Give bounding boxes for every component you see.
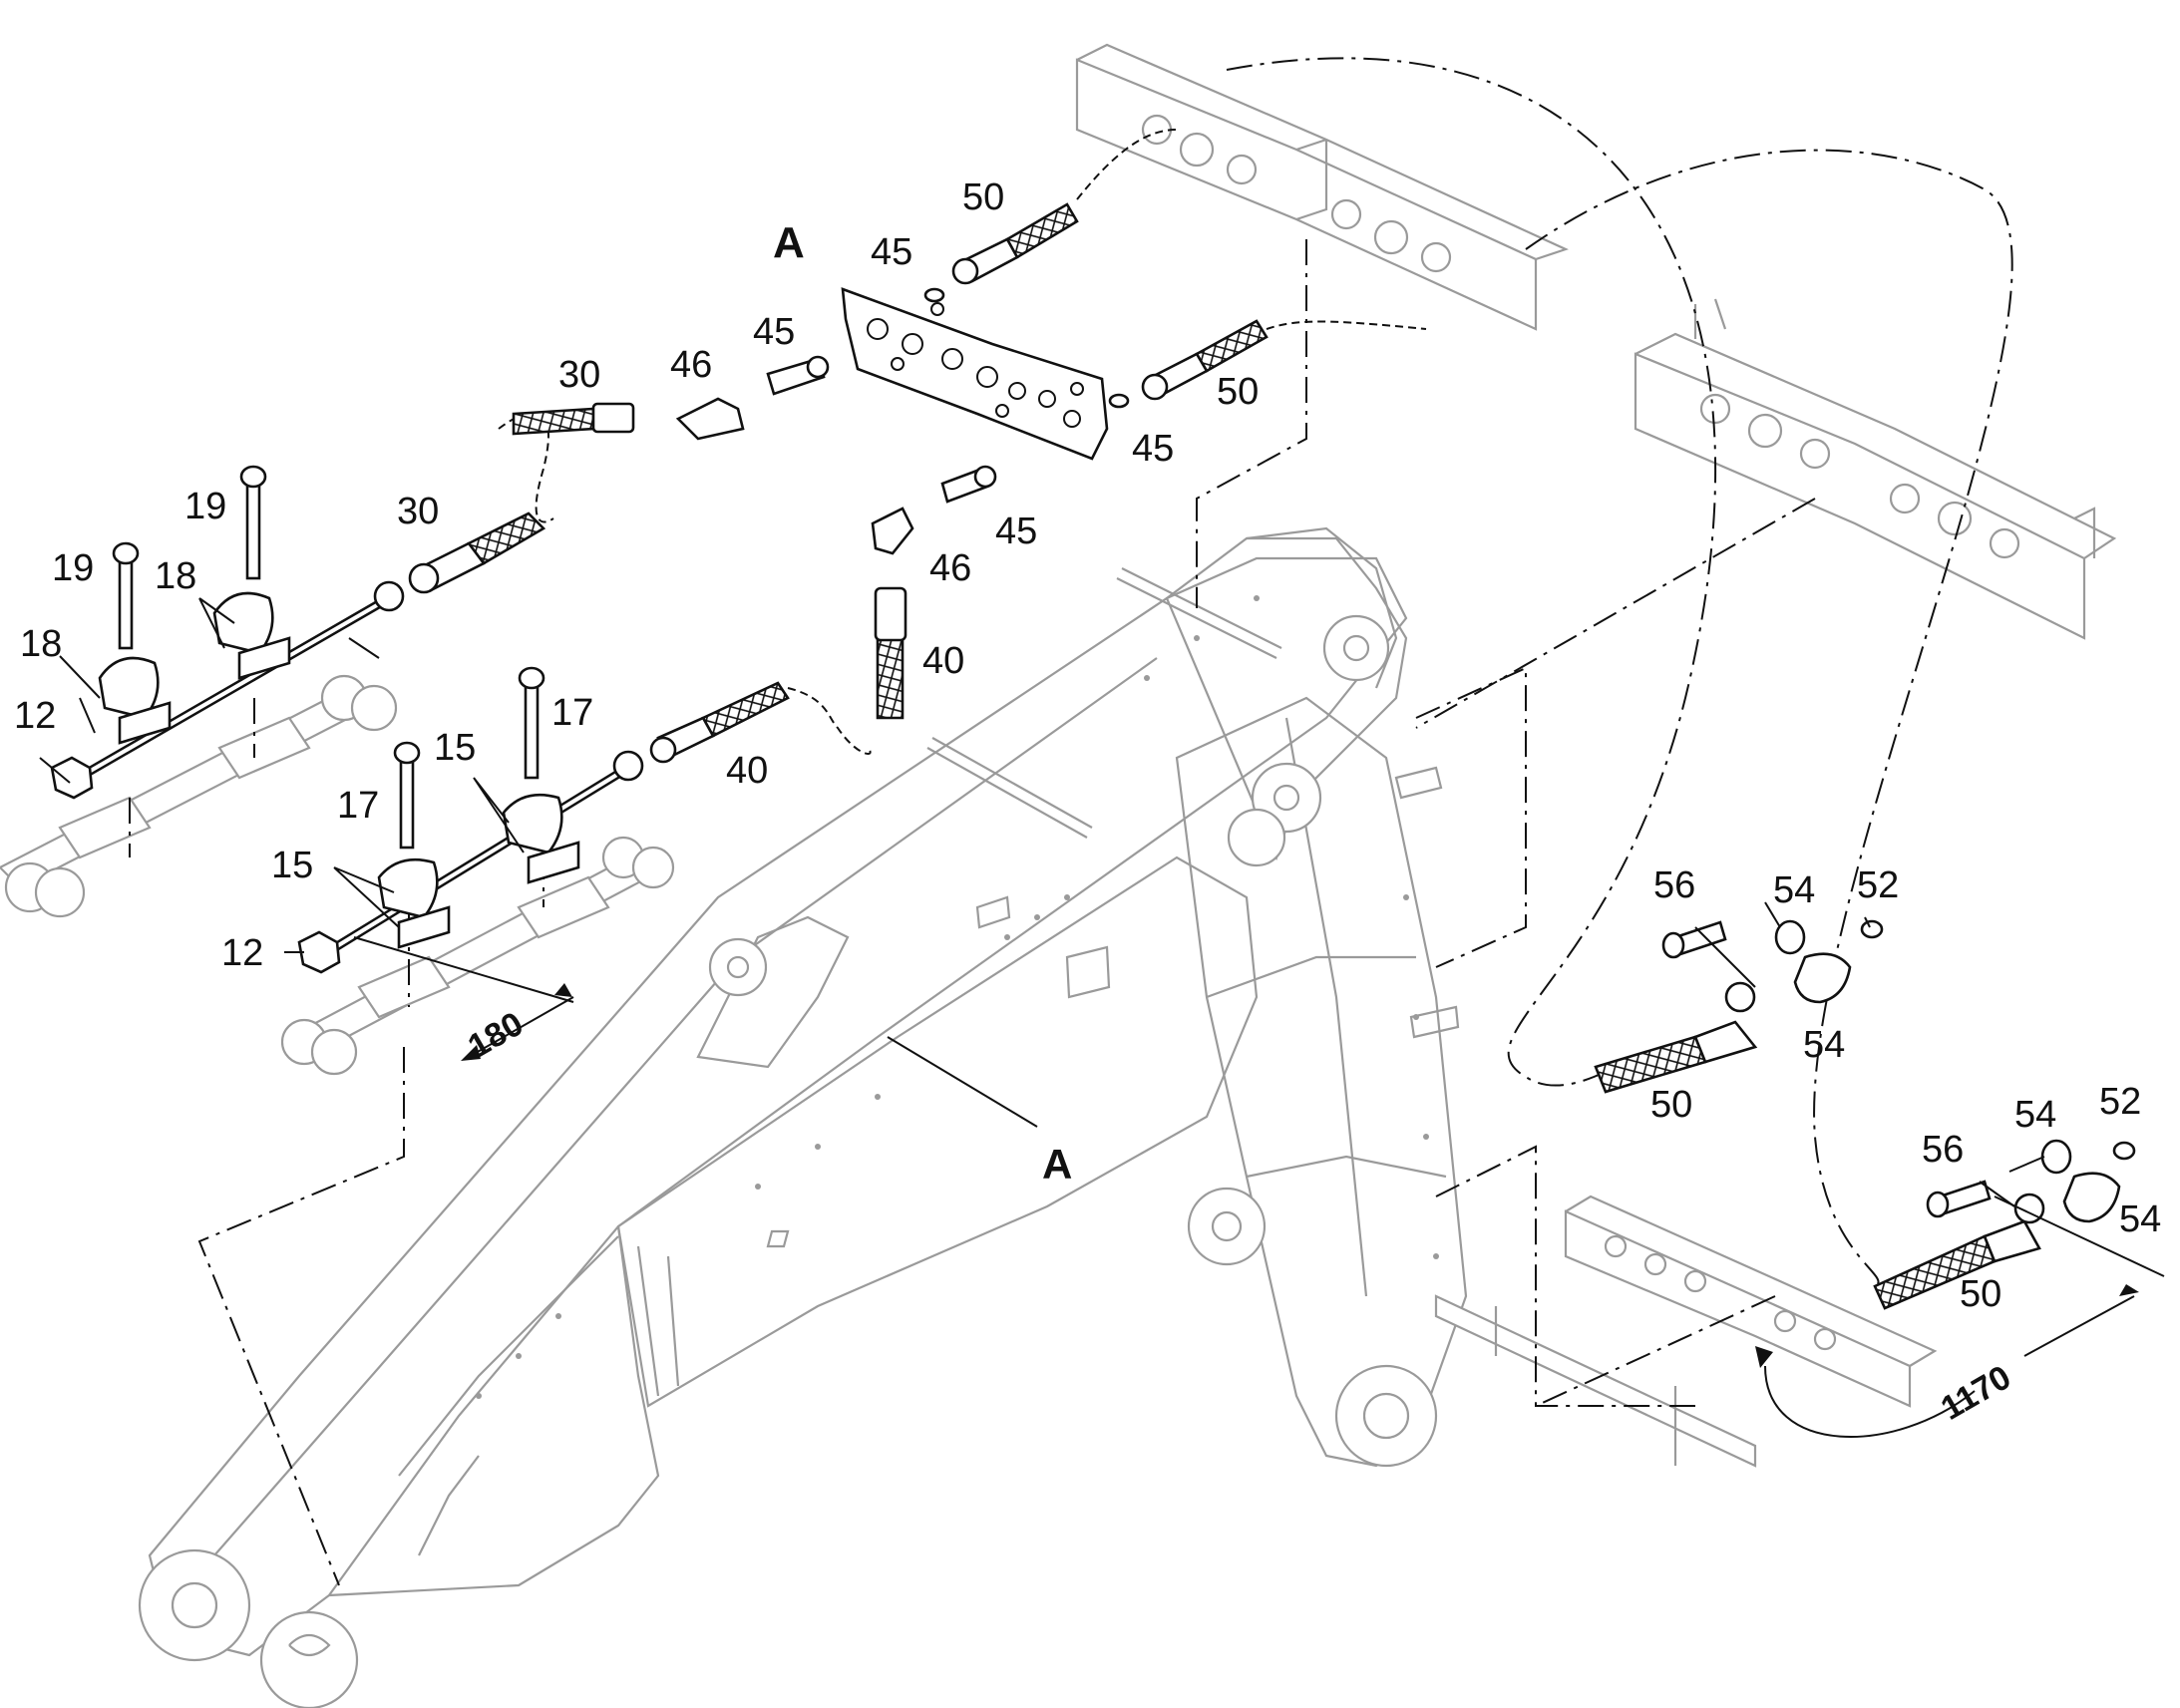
- part-label-46: 46: [929, 547, 971, 589]
- part-label-45: 45: [871, 231, 912, 273]
- part-label-40: 40: [726, 750, 768, 792]
- part-label-19: 19: [52, 547, 94, 589]
- part-label-54: 54: [1773, 869, 1815, 911]
- part-label-18: 18: [155, 555, 196, 597]
- detail-callout-label: A: [1042, 1141, 1072, 1188]
- part-label-40: 40: [922, 640, 964, 682]
- part-label-17: 17: [551, 692, 593, 734]
- bolt-head-12-upper: [50, 756, 94, 800]
- bolt-19-upper-shank: [245, 477, 261, 580]
- part-label-12: 12: [14, 695, 56, 737]
- part-label-56: 56: [1653, 864, 1695, 906]
- bolt-17-right-shank: [524, 676, 540, 780]
- bolt-17-left-shank: [399, 751, 415, 850]
- part-label-45: 45: [1132, 428, 1174, 470]
- hose-50-mid: [1141, 319, 1269, 401]
- routing-lines: [129, 57, 2013, 1586]
- part-label-52: 52: [2099, 1081, 2141, 1123]
- bolt-head-12-lower: [297, 930, 341, 974]
- part-label-15: 15: [434, 727, 476, 769]
- part-label-54: 54: [1803, 1024, 1845, 1066]
- terminal-block-top: [1075, 43, 1569, 331]
- hose-50-right-upper: [1594, 981, 1758, 1094]
- part-label-56: 56: [1922, 1129, 1964, 1171]
- hose-50-right-lower: [1873, 1193, 2045, 1310]
- fittings-45-46: [675, 287, 1130, 555]
- bolt-set-lower-right: [1926, 1139, 2136, 1223]
- part-label-50: 50: [1960, 1273, 2001, 1315]
- part-label-50: 50: [1217, 371, 1259, 413]
- part-number-labels: 12 12 15 15 17 17 18 18 19 19 30 30 40 4…: [14, 176, 2161, 1315]
- part-label-54: 54: [2014, 1094, 2056, 1136]
- clamp-assembly-lower: [297, 666, 644, 974]
- bolt-set-upper-right: [1661, 919, 1884, 1004]
- part-label-54: 54: [2119, 1198, 2161, 1240]
- part-label-17: 17: [337, 785, 379, 827]
- boom-structure: [138, 526, 1468, 1708]
- mounting-brackets: [926, 567, 1282, 929]
- part-label-30: 30: [397, 491, 439, 532]
- detail-view-title: A: [773, 218, 805, 267]
- leader-lines: [39, 597, 2045, 1207]
- hose-40-vertical: [874, 586, 908, 720]
- part-label-30: 30: [558, 354, 600, 396]
- hose-40-horizontal: [649, 681, 790, 764]
- dimension-1170: [1755, 1196, 2165, 1438]
- part-label-45: 45: [995, 511, 1037, 552]
- bolt-19-lower-shank: [118, 551, 134, 650]
- view-labels: A A: [773, 218, 1072, 1188]
- dimension-180: [353, 936, 574, 1061]
- part-label-45: 45: [753, 311, 795, 353]
- clamp-base-lower-rows: [0, 674, 675, 1076]
- clamp-assembly-upper: [50, 465, 405, 800]
- hose-50-top: [951, 202, 1079, 285]
- mounting-plate: [841, 287, 1109, 461]
- terminal-block-right: [1634, 298, 2117, 640]
- part-label-18: 18: [20, 623, 62, 665]
- dimension-1170-label: 1170: [1935, 1358, 2017, 1428]
- part-label-52: 52: [1857, 864, 1899, 906]
- part-label-15: 15: [271, 845, 313, 886]
- hose-30-lower: [408, 512, 546, 594]
- terminal-block-bottom: [1434, 1195, 1938, 1468]
- part-label-12: 12: [221, 932, 263, 974]
- part-label-19: 19: [184, 486, 226, 527]
- part-label-46: 46: [670, 344, 712, 386]
- part-label-50: 50: [962, 176, 1004, 218]
- part-label-50: 50: [1650, 1084, 1692, 1126]
- hose-30-upper: [512, 402, 635, 436]
